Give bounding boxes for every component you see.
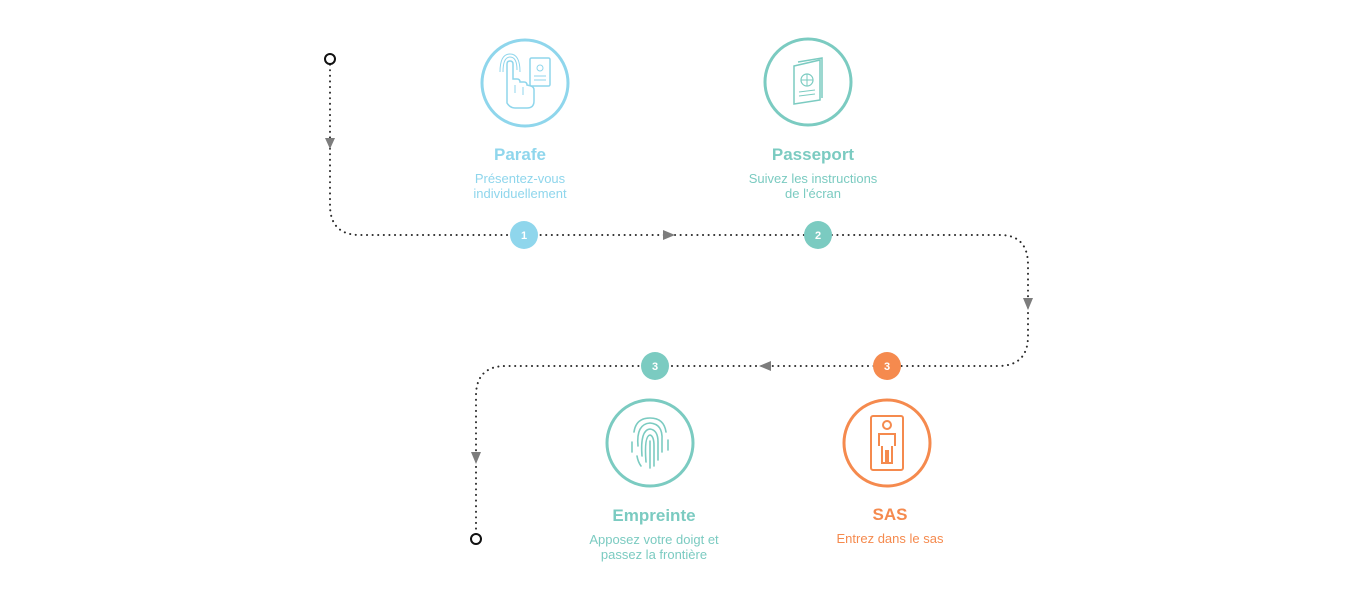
step-label-sas: SAS Entrez dans le sas xyxy=(790,505,990,546)
arrow-down-icon xyxy=(471,452,481,464)
fingerprint-icon xyxy=(605,398,695,488)
step-description-line: Apposez votre doigt et xyxy=(589,532,719,547)
step-label-passeport: Passeport Suivez les instructions de l'é… xyxy=(713,145,913,201)
arrow-right-icon xyxy=(663,230,675,240)
step-title: Empreinte xyxy=(612,506,696,525)
end-node xyxy=(470,533,482,545)
step-number: 1 xyxy=(521,230,527,242)
passport-icon xyxy=(763,37,853,127)
arrow-down-icon xyxy=(325,138,335,149)
step-number: 3 xyxy=(652,361,658,373)
step-description: Entrez dans le sas xyxy=(790,531,990,546)
step-badge-3-empreinte: 3 xyxy=(641,352,669,380)
step-description-line: de l'écran xyxy=(785,186,841,201)
step-label-parafe: Parafe Présentez-vous individuellement xyxy=(420,145,620,201)
step-description-line: individuellement xyxy=(473,186,567,201)
step-description: Apposez votre doigt et passez la frontiè… xyxy=(554,532,754,562)
step-number: 3 xyxy=(884,361,890,373)
step-badge-3-sas: 3 xyxy=(873,352,901,380)
step-description-line: Suivez les instructions xyxy=(748,171,878,186)
step-title: Passeport xyxy=(771,145,855,164)
step-label-empreinte: Empreinte Apposez votre doigt et passez … xyxy=(554,506,754,562)
step-badge-1: 1 xyxy=(510,221,538,249)
step-number: 2 xyxy=(815,230,821,242)
dotted-path-top xyxy=(329,58,1029,540)
step-description-line: passez la frontière xyxy=(600,547,708,562)
step-description: Suivez les instructions de l'écran xyxy=(713,171,913,201)
step-description-line: Entrez dans le sas xyxy=(836,531,944,546)
step-badge-2: 2 xyxy=(804,221,832,249)
person-door-icon xyxy=(842,398,932,488)
arrow-down-icon xyxy=(1023,298,1033,310)
step-description: Présentez-vous individuellement xyxy=(420,171,620,201)
arrow-left-icon xyxy=(759,361,771,371)
start-node xyxy=(324,53,336,65)
step-title: SAS xyxy=(872,505,908,524)
step-title: Parafe xyxy=(494,145,546,164)
step-description-line: Présentez-vous xyxy=(474,171,566,186)
finger-touch-passport-icon xyxy=(480,38,570,128)
